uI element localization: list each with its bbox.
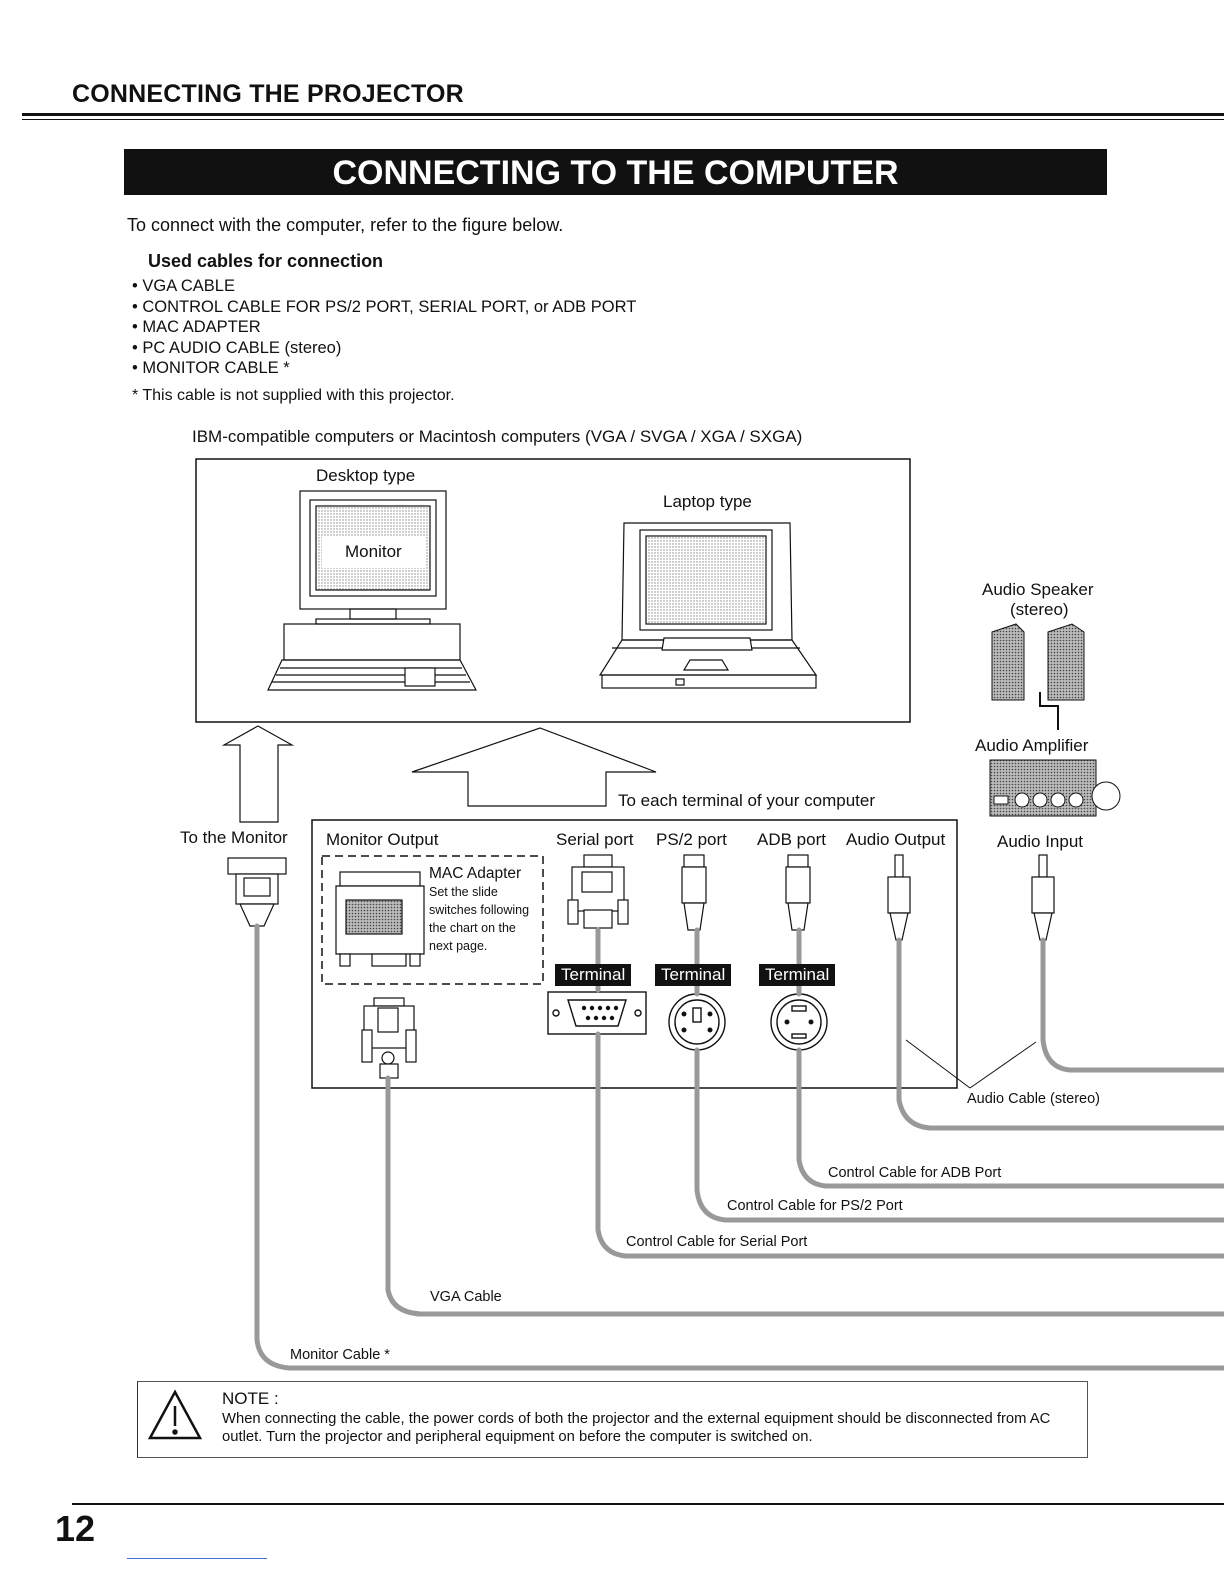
ps2-port-label: PS/2 port <box>656 830 727 849</box>
adb-terminal-icon <box>770 993 828 1051</box>
serial-terminal-label: Terminal <box>555 964 632 986</box>
amplifier-label: Audio Amplifier <box>975 736 1089 755</box>
audio-output-label: Audio Output <box>846 830 946 849</box>
note-title: NOTE : <box>222 1389 279 1408</box>
mac-note-line: switches following <box>429 903 530 917</box>
page-title: CONNECTING TO THE COMPUTER <box>124 149 1107 195</box>
list-item: • MONITOR CABLE * <box>132 359 290 377</box>
monitor-cable-label: Monitor Cable * <box>290 1347 390 1363</box>
adb-terminal-label: Terminal <box>759 964 836 986</box>
monitor-output-label: Monitor Output <box>326 830 439 849</box>
ps2-cable-label: Control Cable for PS/2 Port <box>727 1198 903 1214</box>
audio-plug-icon <box>1031 854 1055 941</box>
each-terminal-label: To each terminal of your computer <box>618 791 876 810</box>
mac-note-line: Set the slide <box>429 885 498 899</box>
serial-connector-icon <box>567 854 629 929</box>
adb-connector-icon <box>785 854 811 931</box>
list-item: • CONTROL CABLE FOR PS/2 PORT, SERIAL PO… <box>132 297 637 316</box>
footer-link-line <box>127 1558 267 1559</box>
audio-cable-pointers <box>905 1039 1037 1089</box>
ps2-terminal-label: Terminal <box>655 964 732 986</box>
page-number: 12 <box>55 1508 96 1549</box>
intro-text: To connect with the computer, refer to t… <box>127 215 564 235</box>
serial-cable-label: Control Cable for Serial Port <box>626 1234 808 1250</box>
monitor-connector-icon <box>227 857 287 927</box>
mac-note-line: next page. <box>429 939 488 953</box>
up-arrow-icon <box>411 727 657 807</box>
audio-plug-icon <box>887 854 911 941</box>
section-header: CONNECTING THE PROJECTOR <box>72 80 464 108</box>
terminal-panel <box>311 819 958 1089</box>
speaker-icon <box>991 623 1085 730</box>
cables-heading: Used cables for connection <box>148 251 384 271</box>
cable-lines <box>254 923 1224 1371</box>
laptop-icon <box>598 522 818 689</box>
ps2-terminal-icon <box>668 993 726 1051</box>
adb-port-label: ADB port <box>757 830 826 849</box>
speaker-label: Audio Speaker <box>982 580 1094 599</box>
desktop-computer-icon <box>267 490 477 691</box>
vga-cable-label: VGA Cable <box>430 1289 502 1305</box>
mac-adapter-box <box>321 855 544 985</box>
footnote: * This cable is not supplied with this p… <box>132 387 455 404</box>
audio-input-label: Audio Input <box>997 832 1084 851</box>
note-text: When connecting the cable, the power cor… <box>222 1411 1051 1445</box>
serial-terminal-icon <box>547 991 647 1035</box>
header-rule <box>22 113 1224 116</box>
mac-adapter-icon <box>335 871 425 967</box>
computer-box <box>195 458 911 723</box>
desktop-label: Desktop type <box>316 466 416 485</box>
up-arrow-icon <box>221 725 295 823</box>
laptop-label: Laptop type <box>663 492 752 511</box>
diagram-caption: IBM-compatible computers or Macintosh co… <box>192 427 803 446</box>
serial-port-label: Serial port <box>556 830 634 849</box>
mac-adapter-label: MAC Adapter <box>429 865 522 882</box>
footer-rule <box>72 1503 1224 1505</box>
list-item: • MAC ADAPTER <box>132 318 261 336</box>
ps2-connector-icon <box>681 854 707 931</box>
cable-list: • VGA CABLE • CONTROL CABLE FOR PS/2 POR… <box>132 276 636 379</box>
adb-cable-label: Control Cable for ADB Port <box>828 1165 1002 1181</box>
audio-cable-label: Audio Cable (stereo) <box>967 1091 1100 1107</box>
speaker-stereo-label: (stereo) <box>1010 600 1069 619</box>
amplifier-icon <box>989 759 1121 817</box>
note-box <box>137 1381 1088 1458</box>
header-rule-thin <box>22 119 1224 120</box>
warning-icon <box>147 1389 203 1440</box>
mac-note-line: the chart on the <box>429 921 516 935</box>
to-monitor-label: To the Monitor <box>180 828 288 847</box>
list-item: • PC AUDIO CABLE (stereo) <box>132 338 342 357</box>
monitor-label: Monitor <box>345 542 402 561</box>
vga-connector-icon <box>361 997 417 1079</box>
list-item: • VGA CABLE <box>132 277 235 295</box>
